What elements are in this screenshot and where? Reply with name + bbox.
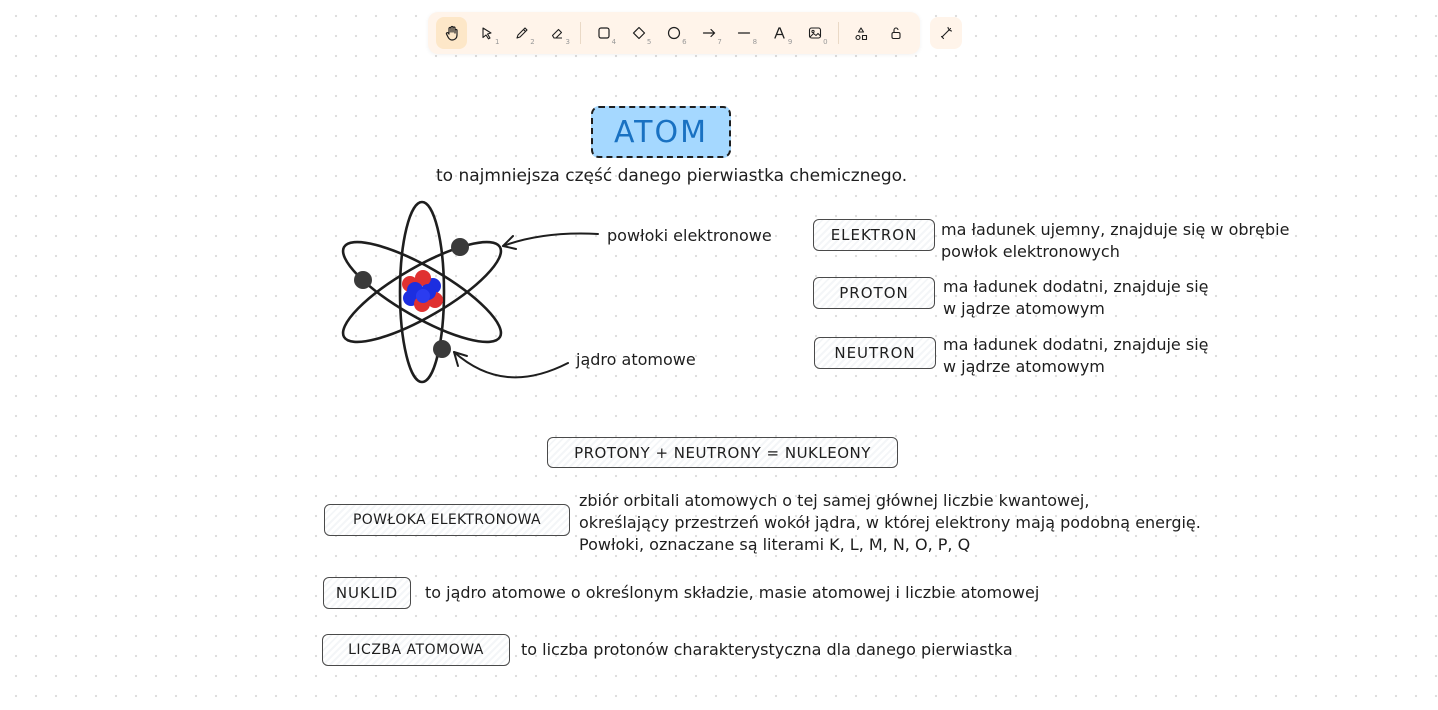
eraser-tool-button[interactable]: 3 (542, 17, 573, 49)
shapes-library-button[interactable] (846, 17, 877, 49)
electron-particle (451, 238, 469, 256)
tool-shortcut: 2 (530, 38, 535, 46)
atomic-number-description[interactable]: to liczba protonów charakterystyczna dla… (521, 640, 1013, 659)
electron-particle (354, 271, 372, 289)
ellipse-tool-button[interactable]: 6 (658, 17, 689, 49)
atom-illustration[interactable] (335, 196, 515, 392)
proton-term: PROTON (839, 284, 909, 302)
tool-shortcut: 1 (495, 38, 500, 46)
shell-description[interactable]: zbiór orbitali atomowych o tej samej głó… (579, 490, 1201, 556)
lock-tool-button[interactable] (881, 17, 912, 49)
proton-description[interactable]: ma ładunek dodatni, znajduje się w jądrz… (943, 276, 1208, 320)
nucleus (402, 270, 443, 312)
laser-icon (940, 26, 953, 40)
text-icon (774, 27, 785, 39)
nuclide-term: NUKLID (335, 584, 399, 602)
atom-title-box[interactable]: ATOM (591, 106, 731, 158)
neutron-description-line: ma ładunek dodatni, znajduje się (943, 335, 1209, 354)
proton-term-box[interactable]: PROTON (813, 277, 935, 309)
pointer-icon (482, 27, 492, 40)
hand-tool-button[interactable] (436, 17, 468, 49)
electron-particle (433, 340, 451, 358)
shell-description-line: określający przestrzeń wokół jądra, w kt… (579, 513, 1201, 532)
atom-title-text: ATOM (613, 114, 708, 150)
arrow-icon (703, 28, 716, 38)
image-icon (808, 27, 821, 39)
neutron-description[interactable]: ma ładunek dodatni, znajduje się w jądrz… (943, 334, 1208, 378)
tool-shortcut: 0 (823, 38, 828, 46)
laser-pointer-button[interactable] (930, 17, 962, 49)
nuclide-term-box[interactable]: NUKLID (323, 577, 411, 609)
atomic-number-term-box[interactable]: LICZBA ATOMOWA (322, 634, 510, 666)
orbit-vertical (398, 200, 446, 384)
tool-shortcut: 9 (787, 38, 793, 46)
rectangle-tool-button[interactable]: 4 (588, 17, 619, 49)
shapes-icon (855, 27, 868, 41)
tool-shortcut: 5 (646, 38, 652, 46)
arrow-tool-button[interactable]: 7 (694, 17, 725, 49)
diamond-icon (632, 26, 645, 40)
label-atomic-nucleus[interactable]: jądro atomowe (576, 350, 696, 369)
hand-icon (445, 25, 458, 41)
ellipse-icon (667, 26, 681, 40)
image-tool-button[interactable]: 0 (799, 17, 830, 49)
shell-term: POWŁOKA ELEKTRONOWA (353, 512, 541, 528)
arrow-to-shells (502, 232, 599, 247)
text-tool-button[interactable]: 9 (764, 17, 795, 49)
proton-description-line: ma ładunek dodatni, znajduje się (943, 277, 1209, 296)
tool-shortcut: 3 (565, 38, 570, 46)
tool-shortcut: 6 (682, 38, 687, 46)
electron-term-box[interactable]: ELEKTRON (813, 219, 935, 251)
main-toolbar: 1 2 3 4 5 6 7 8 9 0 (428, 12, 920, 54)
shell-description-line: zbiór orbitali atomowych o tej samej głó… (579, 491, 1090, 510)
unlock-icon (891, 27, 901, 40)
neutron-term-box[interactable]: NEUTRON (814, 337, 936, 369)
tool-shortcut: 4 (611, 38, 617, 46)
nuclide-description[interactable]: to jądro atomowe o określonym składzie, … (425, 583, 1040, 602)
electrons (354, 238, 469, 358)
electron-description[interactable]: ma ładunek ujemny, znajduje się w obrębi… (941, 219, 1289, 263)
tool-shortcut: 7 (717, 38, 722, 46)
nucleons-equation: PROTONY + NEUTRONY = NUKLEONY (574, 443, 871, 462)
atom-definition[interactable]: to najmniejsza część danego pierwiastka … (436, 166, 908, 186)
diamond-tool-button[interactable]: 5 (623, 17, 654, 49)
electron-term: ELEKTRON (830, 226, 918, 244)
toolbar-divider (579, 22, 581, 44)
shell-term-box[interactable]: POWŁOKA ELEKTRONOWA (324, 504, 570, 536)
electron-description-line: powłok elektronowych (941, 242, 1120, 261)
neutron-particle (416, 289, 430, 303)
label-electron-shells[interactable]: powłoki elektronowe (607, 226, 772, 245)
orbit-diagonal-right (341, 240, 503, 344)
neutron-term: NEUTRON (834, 344, 916, 362)
rectangle-icon (597, 27, 610, 39)
atomic-number-term: LICZBA ATOMOWA (348, 642, 484, 658)
draw-tool-button[interactable]: 2 (506, 17, 537, 49)
tool-shortcut: 8 (752, 38, 758, 46)
pencil-icon (516, 27, 528, 39)
shell-description-line: Powłoki, oznaczane są literami K, L, M, … (579, 535, 971, 554)
proton-description-line: w jądrze atomowym (943, 299, 1105, 318)
toolbar-divider (837, 22, 839, 44)
orbit-diagonal-left (341, 240, 503, 344)
selection-tool-button[interactable]: 1 (471, 17, 502, 49)
line-icon (738, 32, 751, 34)
electron-description-line: ma ładunek ujemny, znajduje się w obrębi… (941, 220, 1290, 239)
proton-particle (415, 270, 431, 286)
eraser-icon (552, 28, 563, 39)
line-tool-button[interactable]: 8 (729, 17, 760, 49)
neutron-description-line: w jądrze atomowym (943, 357, 1105, 376)
nucleons-equation-box[interactable]: PROTONY + NEUTRONY = NUKLEONY (547, 437, 898, 468)
